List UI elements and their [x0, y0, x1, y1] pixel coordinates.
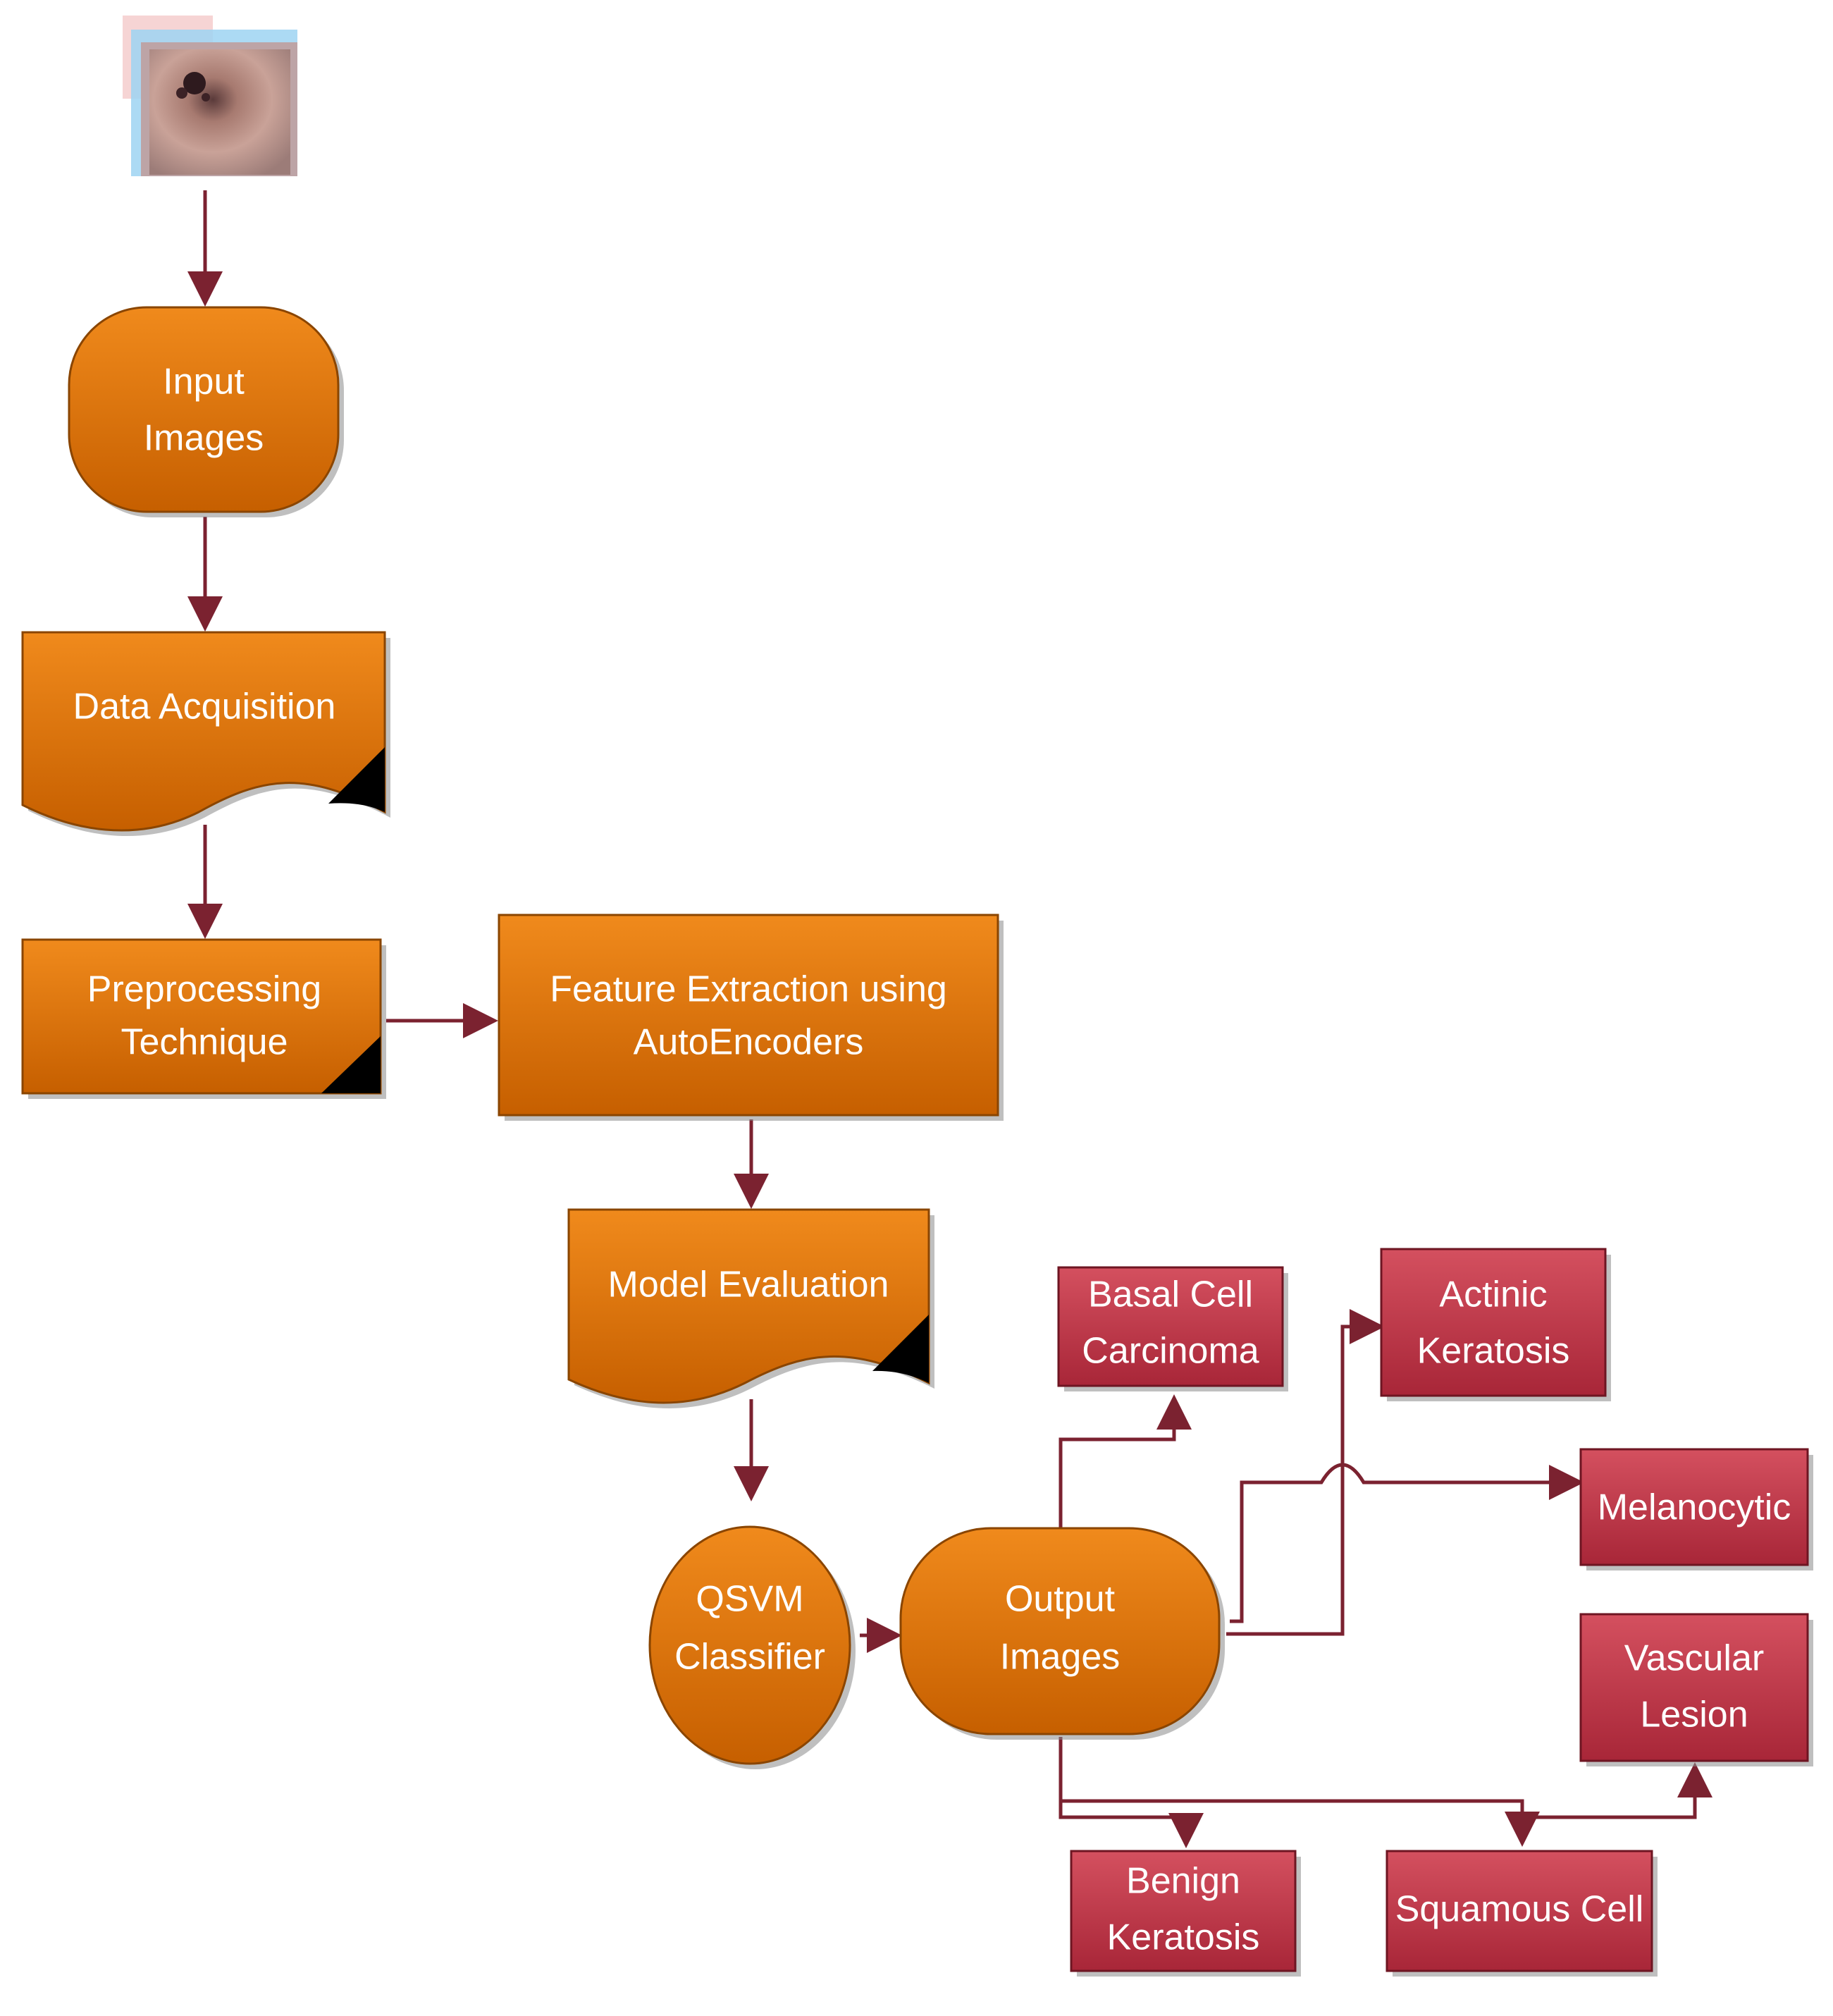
connectors [187, 190, 1712, 1848]
output-images-label-2: Images [1000, 1637, 1121, 1678]
model-evaluation-node: Model Evaluation [567, 1208, 934, 1408]
feature-extraction-label-2: AutoEncoders [634, 1022, 864, 1063]
basal-cell-carcinoma-node: Basal Cell Carcinoma [1057, 1266, 1288, 1391]
benign-label-2: Keratosis [1107, 1917, 1260, 1958]
benign-label-1: Benign [1126, 1861, 1240, 1902]
squamous-cell-node: Squamous Cell [1385, 1850, 1658, 1977]
actinic-keratosis-node: Actinic Keratosis [1380, 1248, 1611, 1401]
basal-cell-label-1: Basal Cell [1088, 1274, 1253, 1315]
melanocytic-label: Melanocytic [1598, 1487, 1791, 1528]
output-images-node: Output Images [899, 1527, 1225, 1740]
page-corner-icon [321, 1036, 381, 1093]
skin-lesion-image-icon [123, 16, 297, 176]
qsvm-label-1: QSVM [696, 1579, 803, 1620]
input-images-node: Input Images [68, 306, 344, 517]
melanocytic-node: Melanocytic [1579, 1448, 1813, 1571]
output-images-label-1: Output [1005, 1579, 1116, 1620]
qsvm-classifier-node: QSVM Classifier [648, 1525, 856, 1769]
actinic-label-2: Keratosis [1417, 1331, 1570, 1372]
data-acquisition-label: Data Acquisition [73, 687, 336, 727]
input-images-label-1: Input [163, 362, 245, 402]
input-images-label-2: Images [144, 418, 264, 459]
vascular-lesion-node: Vascular Lesion [1579, 1613, 1813, 1766]
actinic-label-1: Actinic [1439, 1274, 1547, 1315]
page-corner-icon [328, 747, 385, 812]
vascular-label-1: Vascular [1624, 1638, 1764, 1679]
vascular-label-2: Lesion [1640, 1695, 1748, 1735]
page-corner-icon [872, 1315, 929, 1383]
basal-cell-label-2: Carcinoma [1082, 1331, 1259, 1372]
feature-extraction-node: Feature Extraction using AutoEncoders [498, 914, 1004, 1121]
preprocessing-node: Preprocessing Technique [21, 938, 386, 1099]
preprocessing-label-2: Technique [121, 1022, 288, 1063]
squamous-label: Squamous Cell [1395, 1889, 1644, 1930]
qsvm-label-2: Classifier [674, 1637, 825, 1678]
benign-keratosis-node: Benign Keratosis [1070, 1850, 1301, 1977]
data-acquisition-node: Data Acquisition [21, 631, 390, 837]
model-evaluation-label: Model Evaluation [608, 1265, 889, 1305]
preprocessing-label-1: Preprocessing [87, 969, 321, 1010]
feature-extraction-label-1: Feature Extraction using [550, 969, 947, 1010]
